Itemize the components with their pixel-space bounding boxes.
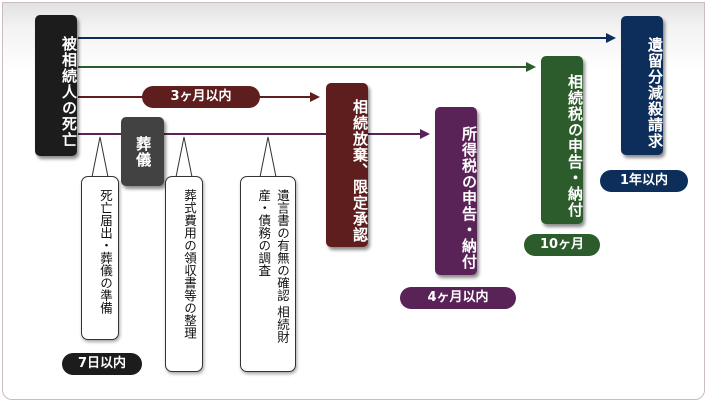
will-survey-line-1: 遺言書の有無の確認 xyxy=(275,189,290,302)
legal-reserve-node: 遺留分減殺請求 xyxy=(621,16,664,155)
receipts-note: 葬式費用の領収書等の整理 xyxy=(165,176,203,372)
deadline-10-months: 10ヶ月 xyxy=(524,234,600,256)
death-report-pointer xyxy=(91,136,109,178)
death-node: 被相続人の死亡 xyxy=(35,15,78,156)
income-tax-node-label: 所得税の申告・納付 xyxy=(460,125,478,270)
will-survey-note: 遺言書の有無の確認 相続財産・債務の調査 xyxy=(240,176,296,372)
funeral-node: 葬儀 xyxy=(121,117,164,186)
deadline-4-months: 4ヶ月以内 xyxy=(400,287,516,309)
death-node-label: 被相続人の死亡 xyxy=(60,36,78,148)
income-tax-node: 所得税の申告・納付 xyxy=(435,107,478,275)
deadline-3-months: 3ヶ月以内 xyxy=(142,86,260,108)
death-report-note-text: 死亡届出・葬儀の準備 xyxy=(98,189,113,314)
death-report-note: 死亡届出・葬儀の準備 xyxy=(81,176,119,340)
inheritance-tax-node-label: 相続税の申告・納付 xyxy=(566,73,584,218)
will-survey-pointer xyxy=(259,136,277,178)
receipts-pointer xyxy=(175,136,193,178)
will-survey-line-2: 相続財産・債務の調査 xyxy=(256,189,290,343)
renunciation-node: 相続放棄、限定承認 xyxy=(326,83,369,247)
deadline-7-days: 7日以内 xyxy=(62,353,142,375)
funeral-node-label: 葬儀 xyxy=(134,135,153,168)
legal-reserve-node-label: 遺留分減殺請求 xyxy=(646,37,664,149)
receipts-note-text: 葬式費用の領収書等の整理 xyxy=(182,189,197,339)
renunciation-node-label: 相続放棄、限定承認 xyxy=(351,98,369,243)
deadline-1-year: 1年以内 xyxy=(600,170,688,192)
inheritance-tax-node: 相続税の申告・納付 xyxy=(541,56,584,224)
